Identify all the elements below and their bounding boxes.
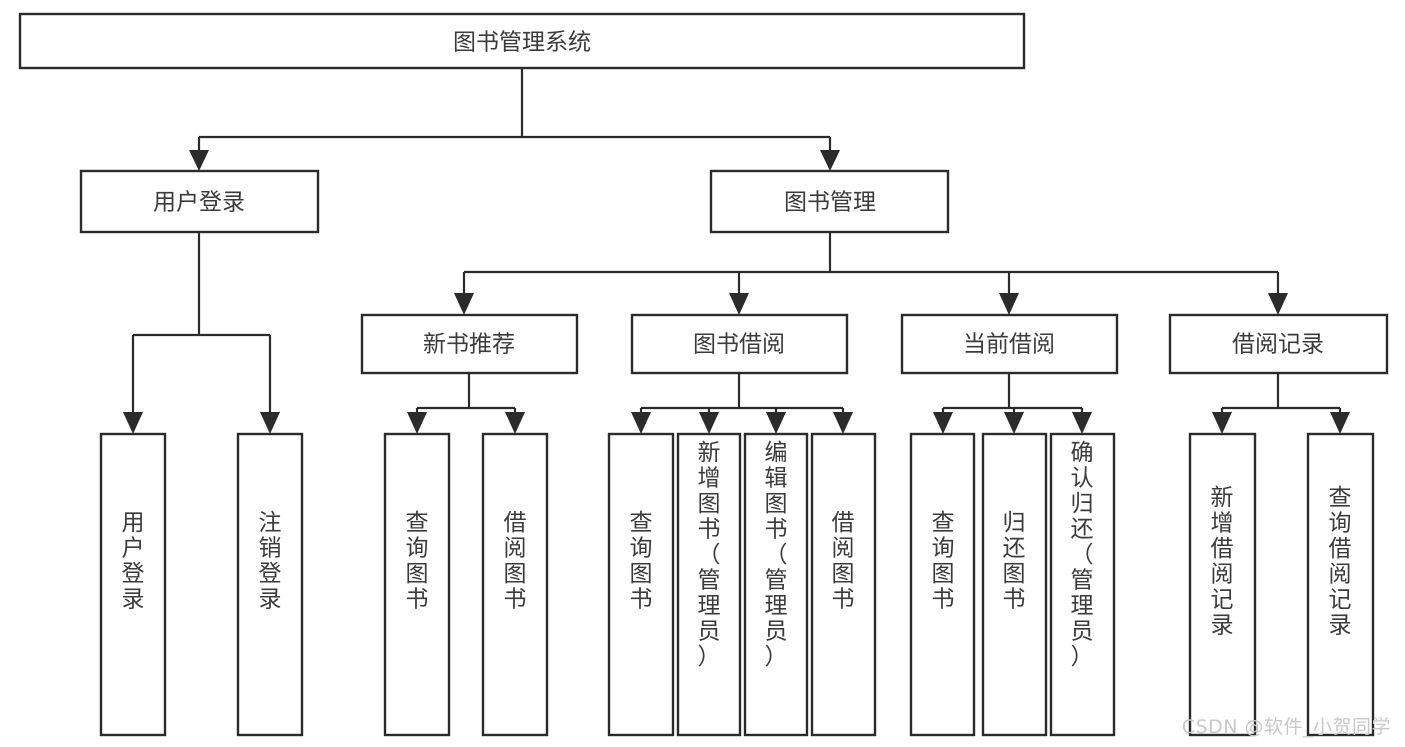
arrowhead-leaf-edit-book [766,412,786,434]
node-borrow-record-label: 借阅记录 [1232,332,1324,358]
node-new-book-recommend-label: 新书推荐 [423,332,515,358]
arrowhead-leaf-add-record [1212,412,1232,434]
node-current-borrow-label: 当前借阅 [963,332,1055,358]
node-leaf-borrow-book-1[interactable]: 借阅图书 [481,432,549,737]
node-leaf-edit-book[interactable]: 编辑图书（管理员） [743,432,809,737]
node-book-management-box[interactable] [709,169,950,234]
node-leaf-query-book-2-label: 查询图书 [630,510,653,613]
node-leaf-confirm-return-label: 确认归还（管理员） [1071,440,1094,670]
node-root-box[interactable] [18,12,1026,70]
node-leaf-borrow-book-2-label: 借阅图书 [832,510,855,613]
node-leaf-query-book-1-label: 查询图书 [406,510,429,613]
node-leaf-query-record-box[interactable] [1306,432,1375,737]
node-leaf-borrow-book-2[interactable]: 借阅图书 [810,432,877,737]
node-leaf-edit-book-box[interactable] [743,432,809,737]
node-leaf-add-record[interactable]: 新增借阅记录 [1188,432,1257,737]
arrowhead-leaf-query-book-1 [407,412,427,434]
node-leaf-add-record-label: 新增借阅记录 [1211,485,1234,639]
arrowhead-leaf-query-book-3 [933,412,953,434]
node-leaf-logout-label: 注销登录 [259,510,282,613]
node-leaf-add-book-label: 新增图书（管理员） [698,440,721,670]
arrowhead-user-login [189,150,209,171]
node-leaf-query-book-2-box[interactable] [607,432,675,737]
node-leaf-add-book-box[interactable] [676,432,742,737]
node-leaf-query-book-1-box[interactable] [383,432,451,737]
node-book-management-label: 图书管理 [784,190,876,216]
node-leaf-logout[interactable]: 注销登录 [236,432,304,737]
arrowhead-leaf-query-book-2 [631,412,651,434]
node-leaf-query-record[interactable]: 查询借阅记录 [1306,432,1375,737]
node-borrow-record[interactable]: 借阅记录 [1168,313,1389,375]
node-root-label: 图书管理系统 [453,30,591,56]
node-leaf-return-book-box[interactable] [981,432,1048,737]
csdn-watermark: CSDN @软件_小贺同学 [1181,716,1391,738]
node-leaf-borrow-book-2-box[interactable] [810,432,877,737]
node-leaf-confirm-return-box[interactable] [1049,432,1116,737]
node-leaf-user-login[interactable]: 用户登录 [99,432,167,737]
arrowhead-leaf-add-book [699,412,719,434]
arrowhead-leaf-borrow-book-1 [505,412,525,434]
arrowhead-leaf-return-book [1004,412,1024,434]
node-leaf-query-book-3-box[interactable] [909,432,976,737]
arrowhead-book-mgmt [820,150,840,171]
node-leaf-edit-book-label: 编辑图书（管理员） [765,440,788,670]
node-leaf-add-record-box[interactable] [1188,432,1257,737]
arrowhead-new-book-rec [454,293,474,315]
node-leaf-query-record-label: 查询借阅记录 [1329,485,1352,639]
node-leaf-add-book[interactable]: 新增图书（管理员） [676,432,742,737]
node-leaf-confirm-return[interactable]: 确认归还（管理员） [1049,432,1116,737]
node-user-login-box[interactable] [79,169,320,234]
node-new-book-recommend-box[interactable] [360,313,579,375]
arrowhead-leaf-query-record [1330,412,1350,434]
node-leaf-borrow-book-1-label: 借阅图书 [504,510,527,613]
node-leaf-return-book-label: 归还图书 [1003,510,1026,613]
node-user-login[interactable]: 用户登录 [79,169,320,234]
arrowhead-leaf-logout [260,412,280,434]
arrowhead-book-borrow [729,293,749,315]
edges-layer [123,68,1350,434]
node-book-management[interactable]: 图书管理 [709,169,950,234]
arrowhead-leaf-confirm-return [1072,412,1092,434]
node-book-borrow[interactable]: 图书借阅 [630,313,849,375]
node-book-borrow-label: 图书借阅 [693,332,785,358]
arrowhead-leaf-borrow-book-2 [833,412,853,434]
node-leaf-query-book-1[interactable]: 查询图书 [383,432,451,737]
node-leaf-query-book-2[interactable]: 查询图书 [607,432,675,737]
node-root[interactable]: 图书管理系统 [18,12,1026,70]
node-leaf-user-login-label: 用户登录 [122,510,145,613]
node-borrow-record-box[interactable] [1168,313,1389,375]
node-leaf-borrow-book-1-box[interactable] [481,432,549,737]
node-new-book-recommend[interactable]: 新书推荐 [360,313,579,375]
arrowhead-current-borrow [999,293,1019,315]
node-book-borrow-box[interactable] [630,313,849,375]
node-leaf-query-book-3-label: 查询图书 [932,510,955,613]
node-current-borrow-box[interactable] [900,313,1119,375]
arrowhead-borrow-record [1268,293,1288,315]
node-leaf-user-login-box[interactable] [99,432,167,737]
node-user-login-label: 用户登录 [153,190,245,216]
node-leaf-return-book[interactable]: 归还图书 [981,432,1048,737]
node-leaf-logout-box[interactable] [236,432,304,737]
node-current-borrow[interactable]: 当前借阅 [900,313,1119,375]
node-leaf-query-book-3[interactable]: 查询图书 [909,432,976,737]
arrowhead-leaf-user-login [123,412,143,434]
